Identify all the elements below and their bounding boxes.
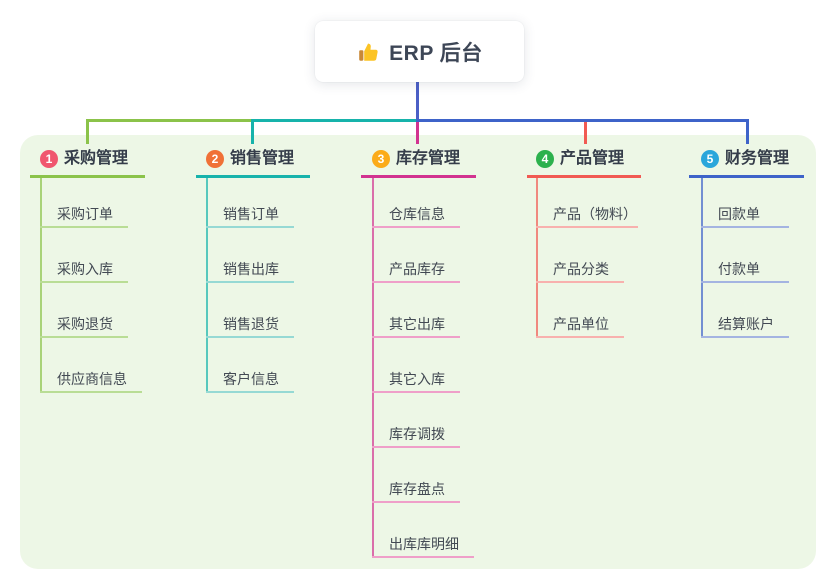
child-underline <box>536 281 624 283</box>
child-underline <box>206 336 294 338</box>
child-underline <box>372 336 460 338</box>
child-node-label[interactable]: 产品分类 <box>553 261 609 277</box>
branch-trunk-line <box>40 178 42 393</box>
child-node-label[interactable]: 回款单 <box>718 206 760 222</box>
child-node-label[interactable]: 付款单 <box>718 261 760 277</box>
branch-drop-line <box>251 119 254 144</box>
branch-drop-line <box>584 119 587 144</box>
branch-badge: 1 <box>40 150 58 168</box>
branch-underline <box>30 175 145 178</box>
child-node-label[interactable]: 产品单位 <box>553 316 609 332</box>
child-node-label[interactable]: 销售退货 <box>223 316 279 332</box>
branch-underline <box>527 175 641 178</box>
branch-trunk-line <box>536 178 538 338</box>
child-underline <box>206 391 294 393</box>
child-underline <box>701 281 789 283</box>
child-underline <box>40 336 128 338</box>
child-node-label[interactable]: 仓库信息 <box>389 206 445 222</box>
branches-panel <box>20 135 816 569</box>
child-underline <box>536 336 624 338</box>
branch-drop-line <box>86 119 89 144</box>
branch-underline <box>689 175 804 178</box>
branch-label[interactable]: 采购管理 <box>64 150 129 167</box>
branch-connector-line <box>251 119 419 122</box>
branch-drop-line <box>416 119 419 144</box>
branch-underline <box>361 175 476 178</box>
thumbs-up-icon <box>356 40 380 64</box>
child-underline <box>40 226 128 228</box>
child-underline <box>701 336 789 338</box>
branch-label[interactable]: 库存管理 <box>396 150 461 167</box>
child-node-label[interactable]: 产品（物料） <box>553 206 637 222</box>
branch-label[interactable]: 产品管理 <box>560 150 625 167</box>
child-node-label[interactable]: 其它出库 <box>389 316 445 332</box>
child-underline <box>372 226 460 228</box>
branch-trunk-line <box>372 178 374 558</box>
branch-label[interactable]: 销售管理 <box>230 150 295 167</box>
child-underline <box>40 391 142 393</box>
branch-drop-line <box>746 119 749 144</box>
branch-trunk-line <box>701 178 703 338</box>
child-node-label[interactable]: 采购入库 <box>57 261 113 277</box>
child-underline <box>372 281 460 283</box>
child-node-label[interactable]: 销售出库 <box>223 261 279 277</box>
branch-trunk-line <box>206 178 208 393</box>
child-node-label[interactable]: 供应商信息 <box>57 371 127 387</box>
branch-badge: 5 <box>701 150 719 168</box>
child-node-label[interactable]: 采购订单 <box>57 206 113 222</box>
child-node-label[interactable]: 产品库存 <box>389 261 445 277</box>
child-node-label[interactable]: 出库库明细 <box>389 536 459 552</box>
branch-badge: 2 <box>206 150 224 168</box>
child-underline <box>206 226 294 228</box>
child-underline <box>372 556 474 558</box>
root-stem-line <box>416 82 419 122</box>
child-node-label[interactable]: 客户信息 <box>223 371 279 387</box>
branch-label[interactable]: 财务管理 <box>725 150 790 167</box>
root-title: ERP 后台 <box>389 41 483 65</box>
child-node-label[interactable]: 库存调拨 <box>389 426 445 442</box>
child-underline <box>372 501 460 503</box>
branch-badge: 4 <box>536 150 554 168</box>
child-node-label[interactable]: 采购退货 <box>57 316 113 332</box>
child-underline <box>701 226 789 228</box>
child-node-label[interactable]: 库存盘点 <box>389 481 445 497</box>
child-node-label[interactable]: 销售订单 <box>223 206 279 222</box>
root-node[interactable]: ERP 后台 <box>315 21 524 82</box>
child-underline <box>536 226 638 228</box>
child-underline <box>206 281 294 283</box>
branch-connector-line <box>416 119 749 122</box>
child-underline <box>372 391 460 393</box>
child-underline <box>40 281 128 283</box>
child-node-label[interactable]: 结算账户 <box>718 316 774 332</box>
branch-badge: 3 <box>372 150 390 168</box>
child-node-label[interactable]: 其它入库 <box>389 371 445 387</box>
child-underline <box>372 446 460 448</box>
branch-underline <box>196 175 310 178</box>
